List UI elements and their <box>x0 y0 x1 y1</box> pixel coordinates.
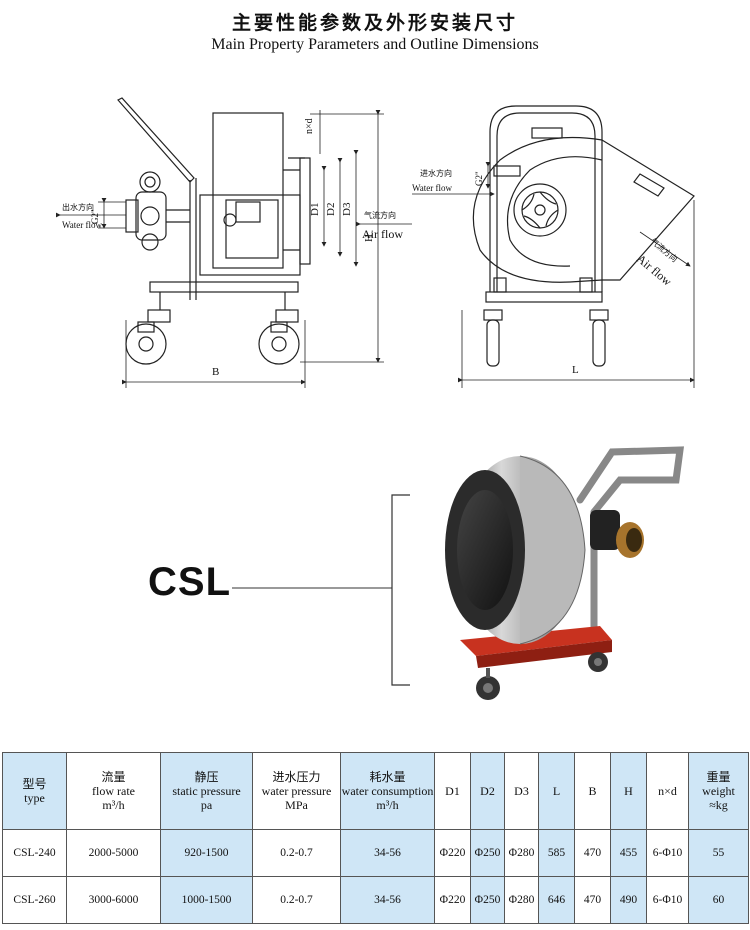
cell-l: 585 <box>538 829 575 877</box>
title-chinese: 主要性能参数及外形安装尺寸 <box>231 12 518 34</box>
header-d2: D2 <box>470 752 505 830</box>
callout-bracket <box>232 494 410 686</box>
label-d3: D3 <box>341 202 353 216</box>
cell-nxd: 6-Φ10 <box>646 876 689 924</box>
side-view-drawing <box>117 97 311 365</box>
header-l: L <box>538 752 575 830</box>
cell-b: 470 <box>574 829 611 877</box>
front-view-dimensions <box>412 162 695 388</box>
header-d3: D3 <box>504 752 539 830</box>
cell-type: CSL-260 <box>2 876 67 924</box>
label-water-in-cn: 进水方向 <box>420 168 452 178</box>
label-water-flow-front: Water flow <box>412 183 453 193</box>
product-photo <box>445 446 685 700</box>
table-row: CSL-240 2000-5000 920-1500 0.2-0.7 34-56… <box>2 829 749 877</box>
table-row: CSL-260 3000-6000 1000-1500 0.2-0.7 34-5… <box>2 876 749 924</box>
cell-l: 646 <box>538 876 575 924</box>
cell-d1: Φ220 <box>434 876 471 924</box>
cell-d2: Φ250 <box>470 876 505 924</box>
cell-flow-rate: 3000-6000 <box>66 876 161 924</box>
front-view-drawing <box>472 105 695 367</box>
cell-weight: 60 <box>688 876 749 924</box>
cell-static-pressure: 1000-1500 <box>160 876 253 924</box>
title-english: Main Property Parameters and Outline Dim… <box>211 36 539 53</box>
cell-flow-rate: 2000-5000 <box>66 829 161 877</box>
label-l: L <box>572 364 579 376</box>
cell-water-pressure: 0.2-0.7 <box>252 876 341 924</box>
label-d1: D1 <box>309 203 321 216</box>
header-h: H <box>610 752 647 830</box>
label-air-flow-side: Air flow <box>362 227 403 241</box>
cell-nxd: 6-Φ10 <box>646 829 689 877</box>
cell-type: CSL-240 <box>2 829 67 877</box>
cell-d1: Φ220 <box>434 829 471 877</box>
label-air-cn-side: 气流方向 <box>364 210 396 220</box>
cell-water-consumption: 34-56 <box>340 876 435 924</box>
model-label: CSL <box>148 560 231 604</box>
cell-water-pressure: 0.2-0.7 <box>252 829 341 877</box>
label-b: B <box>212 366 219 378</box>
header-nxd: n×d <box>646 752 689 830</box>
header-b: B <box>574 752 611 830</box>
cell-h: 490 <box>610 876 647 924</box>
outline-drawings: n×d D1 D2 D3 H B L G2" G2" 出水方向 Water fl… <box>56 97 695 388</box>
label-g2-side: G2" <box>90 209 100 224</box>
label-h: H <box>363 234 375 242</box>
cell-static-pressure: 920-1500 <box>160 829 253 877</box>
cell-water-consumption: 34-56 <box>340 829 435 877</box>
cell-d3: Φ280 <box>504 829 539 877</box>
cell-b: 470 <box>574 876 611 924</box>
label-nxd: n×d <box>304 118 315 134</box>
cell-d2: Φ250 <box>470 829 505 877</box>
header-d1: D1 <box>434 752 471 830</box>
cell-weight: 55 <box>688 829 749 877</box>
label-water-out-cn: 出水方向 <box>62 202 94 212</box>
side-view-dimensions <box>56 110 412 388</box>
label-water-flow-side: Water flow <box>62 220 103 230</box>
cell-h: 455 <box>610 829 647 877</box>
cell-d3: Φ280 <box>504 876 539 924</box>
label-g2-front: G2" <box>474 171 484 186</box>
label-d2: D2 <box>325 203 337 216</box>
